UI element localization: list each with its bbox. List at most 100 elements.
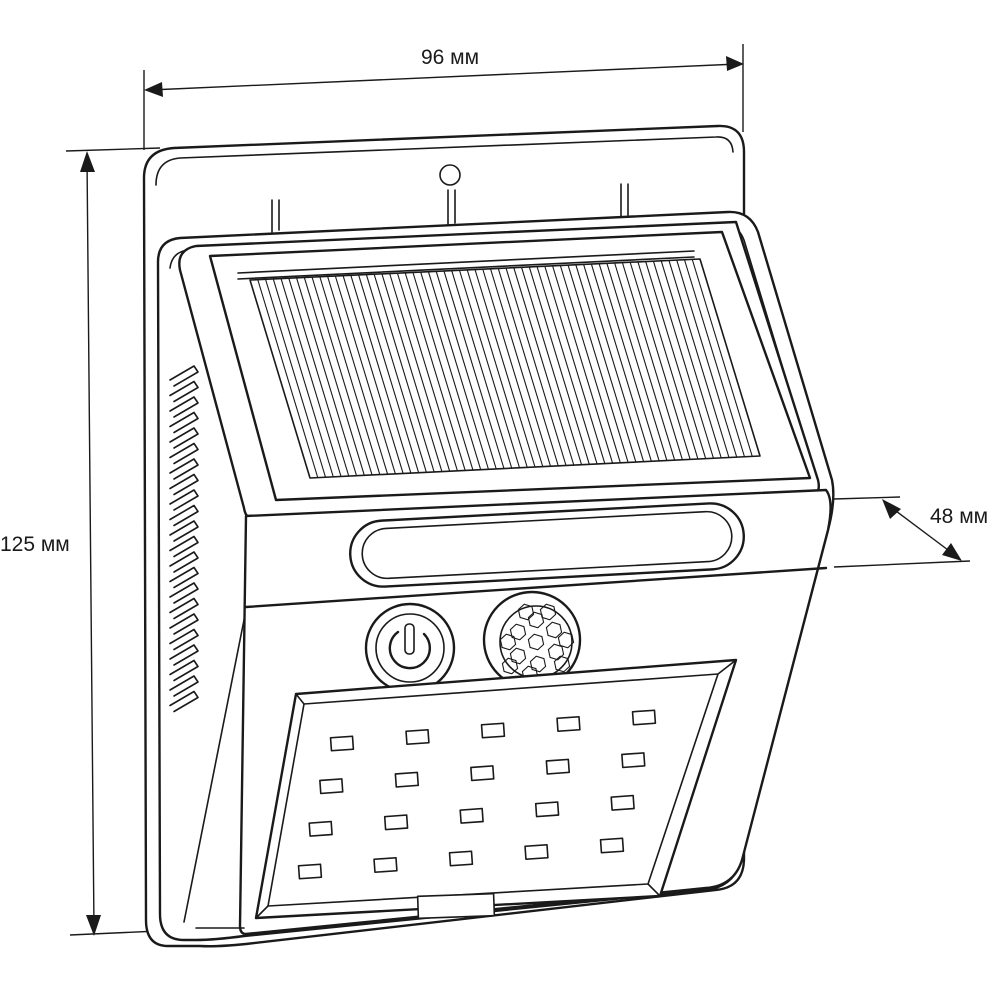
lens-facet: [501, 657, 519, 675]
height-arrow-bottom: [86, 915, 101, 936]
lens-facet: [529, 655, 547, 673]
vent-slot: [169, 597, 199, 620]
vent-slot: [169, 427, 199, 449]
height-label: 125 мм: [0, 533, 70, 556]
solar-cell-stripe: [497, 268, 559, 467]
solar-cell-stripe: [451, 270, 513, 469]
vent-slot: [169, 365, 199, 387]
width-dimension: 96 мм: [143, 44, 744, 150]
vent-slot: [169, 582, 199, 604]
vent-slot: [169, 535, 199, 558]
height-dimension-line: [86, 157, 95, 931]
side-vents: [169, 365, 199, 713]
solar-cell-stripe: [536, 266, 598, 465]
led: [610, 794, 635, 811]
vent-slot: [169, 411, 199, 434]
light-bar-inner: [361, 510, 733, 580]
solar-cell-stripe: [683, 259, 746, 457]
solar-cell-stripe: [583, 264, 645, 462]
front-face-divider: [244, 566, 828, 609]
solar-cell-stripe: [614, 262, 676, 461]
solar-cell-stripe: [660, 260, 722, 459]
solar-cell-stripe: [280, 278, 342, 477]
height-extension-line-bottom: [69, 930, 159, 936]
vent-slot: [169, 690, 199, 713]
back-plate-inner-edge: [155, 136, 734, 186]
lens-facet: [545, 621, 563, 639]
solar-cell-stripe: [435, 271, 497, 470]
vent-slot: [169, 473, 199, 496]
solar-cell-stripe: [521, 267, 583, 465]
solar-cell-stripe: [264, 279, 327, 478]
lens-facet: [547, 643, 565, 661]
depth-extension-line-bottom: [833, 560, 971, 568]
lens-facet: [539, 603, 557, 621]
solar-cell-stripe: [420, 271, 482, 470]
vent-slot: [169, 380, 199, 403]
solar-cell-stripe: [272, 278, 334, 478]
width-label: 96 мм: [421, 46, 479, 69]
solar-cell-stripe: [466, 269, 528, 468]
solar-cell-stripe: [668, 260, 730, 458]
led: [383, 814, 409, 831]
led: [319, 778, 344, 795]
solar-cell-stripe: [288, 278, 350, 477]
vent-slot: [169, 520, 199, 542]
mounting-pins: [271, 164, 629, 233]
mounting-pin-head: [439, 164, 461, 186]
lens-facet: [499, 633, 517, 651]
vent-slot: [169, 551, 199, 573]
solar-cell-stripe: [427, 271, 489, 470]
solar-cell-stripe: [373, 274, 435, 473]
solar-cell-stripe: [598, 263, 660, 462]
led: [470, 765, 495, 782]
motion-sensor: [482, 590, 582, 690]
power-button[interactable]: [364, 602, 456, 694]
solar-cell-stripe: [389, 273, 451, 472]
solar-cell-stripe: [676, 259, 738, 458]
led: [329, 735, 355, 752]
lens-facet: [509, 623, 527, 641]
solar-cell-stripe: [334, 275, 396, 474]
vent-slot: [169, 675, 199, 697]
solar-cell-stripe: [381, 273, 443, 472]
width-arrow-left: [144, 82, 163, 97]
height-dimension: 125 мм: [0, 147, 161, 936]
height-arrow-top: [80, 151, 95, 172]
vent-slot: [169, 644, 199, 666]
solar-cell-stripe: [482, 268, 544, 467]
vent-slot: [169, 659, 199, 682]
solar-cell-stripe: [443, 270, 505, 469]
led: [556, 715, 581, 733]
solar-cell-stripe: [365, 274, 427, 473]
led-array: [297, 709, 657, 880]
led: [545, 758, 571, 775]
led: [459, 807, 484, 824]
led: [373, 856, 398, 874]
solar-cell-stripe: [621, 262, 683, 460]
solar-cell-stripe: [652, 261, 714, 459]
depth-label: 48 мм: [930, 505, 988, 528]
vent-slot: [169, 396, 199, 418]
solar-cell-stripe: [528, 266, 590, 465]
led-panel-tab: [416, 892, 496, 920]
lens-facet: [517, 603, 535, 621]
motion-sensor-lens: [499, 603, 575, 683]
solar-cell-stripe: [544, 266, 606, 464]
lens-facet: [509, 647, 527, 665]
led: [621, 752, 646, 769]
led: [524, 843, 549, 861]
solar-cell-stripe: [606, 263, 668, 461]
lens-facet: [557, 631, 575, 649]
led: [297, 863, 323, 880]
solar-panel-top-strip: [237, 250, 695, 274]
solar-cell-stripe: [342, 275, 404, 474]
solar-cell-stripe: [257, 279, 319, 478]
vent-slot: [169, 566, 199, 589]
solar-cell-stripe: [404, 272, 466, 471]
led: [405, 728, 430, 746]
solar-cell-stripe: [474, 269, 536, 468]
depth-dimension: 48 мм: [833, 496, 988, 568]
led: [599, 837, 625, 854]
